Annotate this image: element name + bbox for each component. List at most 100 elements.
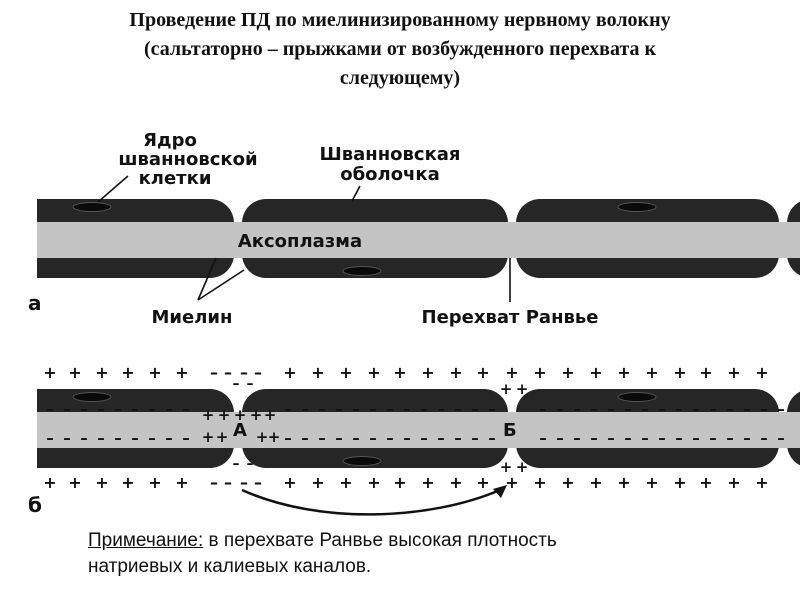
minus-charge: – [114, 429, 122, 447]
minus-charge: – [386, 429, 394, 447]
plus-charge: + [121, 473, 134, 492]
plus-charge: + [421, 363, 434, 382]
plus-charge: + [95, 363, 108, 382]
plus-charge: + [699, 363, 712, 382]
minus-charge: – [709, 429, 717, 447]
plus-charge: + [449, 473, 462, 492]
minus-charge: – [454, 400, 462, 418]
plus-charge: + [268, 428, 281, 446]
plus-charge: + [533, 473, 546, 492]
plus-charge: + [202, 406, 215, 424]
minus-charge: – [318, 400, 326, 418]
minus-charge: – [675, 400, 683, 418]
plus-charge: + [283, 363, 296, 382]
minus-charge: – [352, 400, 360, 418]
plus-charge: + [43, 363, 56, 382]
saltatory-jump-arrowhead [493, 485, 507, 498]
minus-charge: – [743, 400, 751, 418]
plus-charge: + [421, 473, 434, 492]
minus-charge: – [471, 429, 479, 447]
axoplasm-b [37, 412, 800, 448]
panel-a-fiber [37, 199, 800, 278]
minus-charge: – [437, 400, 445, 418]
plus-charge: + [68, 363, 81, 382]
plus-charge: + [516, 458, 529, 476]
plus-charge: + [500, 458, 513, 476]
plus-charge: + [234, 406, 247, 424]
minus-charge: – [590, 429, 598, 447]
minus-charge: – [641, 400, 649, 418]
sheath-label-2: оболочка [340, 164, 440, 185]
plus-charge: + [311, 363, 324, 382]
plus-charge: + [175, 473, 188, 492]
minus-charge: – [46, 429, 54, 447]
nucleus-leader [97, 175, 129, 203]
plus-charge: + [476, 363, 489, 382]
minus-charge: – [80, 429, 88, 447]
minus-charge: – [369, 429, 377, 447]
schwann-nuclei-a [72, 202, 657, 276]
minus-charge: – [777, 429, 785, 447]
plus-charge: + [367, 473, 380, 492]
plus-charge: + [699, 473, 712, 492]
panel-b-fiber [37, 389, 800, 468]
plus-charge: + [505, 473, 518, 492]
plus-charge: + [755, 473, 768, 492]
plus-charge: + [755, 363, 768, 382]
minus-charge: – [247, 376, 254, 392]
minus-charge: – [165, 429, 173, 447]
minus-charge: – [641, 429, 649, 447]
minus-charge: – [352, 429, 360, 447]
panel-b-labels: А Б б [28, 420, 517, 517]
minus-charge: – [488, 400, 496, 418]
schwann-nucleus [72, 392, 112, 402]
plus-charge: + [202, 428, 215, 446]
plus-charge: + [533, 363, 546, 382]
plus-charge: + [561, 473, 574, 492]
saltatory-jump-arrow [241, 488, 501, 516]
plus-charge: + [617, 363, 630, 382]
minus-charge: – [182, 429, 190, 447]
minus-charge: – [760, 429, 768, 447]
nucleus-label-3: клетки [139, 168, 212, 189]
minus-charge: – [131, 400, 139, 418]
plus-charge: + [367, 363, 380, 382]
plus-charge: + [617, 473, 630, 492]
minus-charge: – [403, 429, 411, 447]
plus-charge: + [43, 473, 56, 492]
node-a-label: А [233, 420, 247, 441]
minus-charge: – [240, 473, 248, 492]
minus-charge: – [63, 400, 71, 418]
minus-charge: – [760, 400, 768, 418]
minus-charge: – [692, 400, 700, 418]
plus-charge: + [727, 473, 740, 492]
plus-charge: + [673, 363, 686, 382]
note: Примечание: в перехвате Ранвье высокая п… [88, 528, 788, 580]
minus-charge: – [148, 429, 156, 447]
plus-charge: + [339, 363, 352, 382]
minus-charge: – [437, 429, 445, 447]
minus-charge: – [247, 456, 254, 472]
minus-charge: – [46, 400, 54, 418]
minus-charge: – [224, 363, 232, 382]
minus-charge: – [556, 429, 564, 447]
schwann-nuclei-b [72, 392, 657, 466]
minus-charge: – [240, 363, 248, 382]
node-b-label: Б [503, 420, 517, 441]
minus-charge: – [182, 400, 190, 418]
plus-charge: + [516, 380, 529, 398]
schwann-nucleus [342, 266, 382, 276]
note-heading: Примечание: [88, 530, 204, 551]
minus-charge: – [233, 376, 240, 392]
minus-charge: – [369, 400, 377, 418]
note-line-1: в перехвате Ранвье высокая плотность [203, 530, 557, 551]
plus-charge: + [393, 473, 406, 492]
plus-charge: + [645, 363, 658, 382]
plus-charge: + [256, 428, 269, 446]
plus-charge: + [175, 363, 188, 382]
minus-charge: – [254, 473, 262, 492]
minus-charge: – [233, 456, 240, 472]
minus-charge: – [403, 400, 411, 418]
minus-charge: – [607, 400, 615, 418]
plus-charge: + [218, 406, 231, 424]
